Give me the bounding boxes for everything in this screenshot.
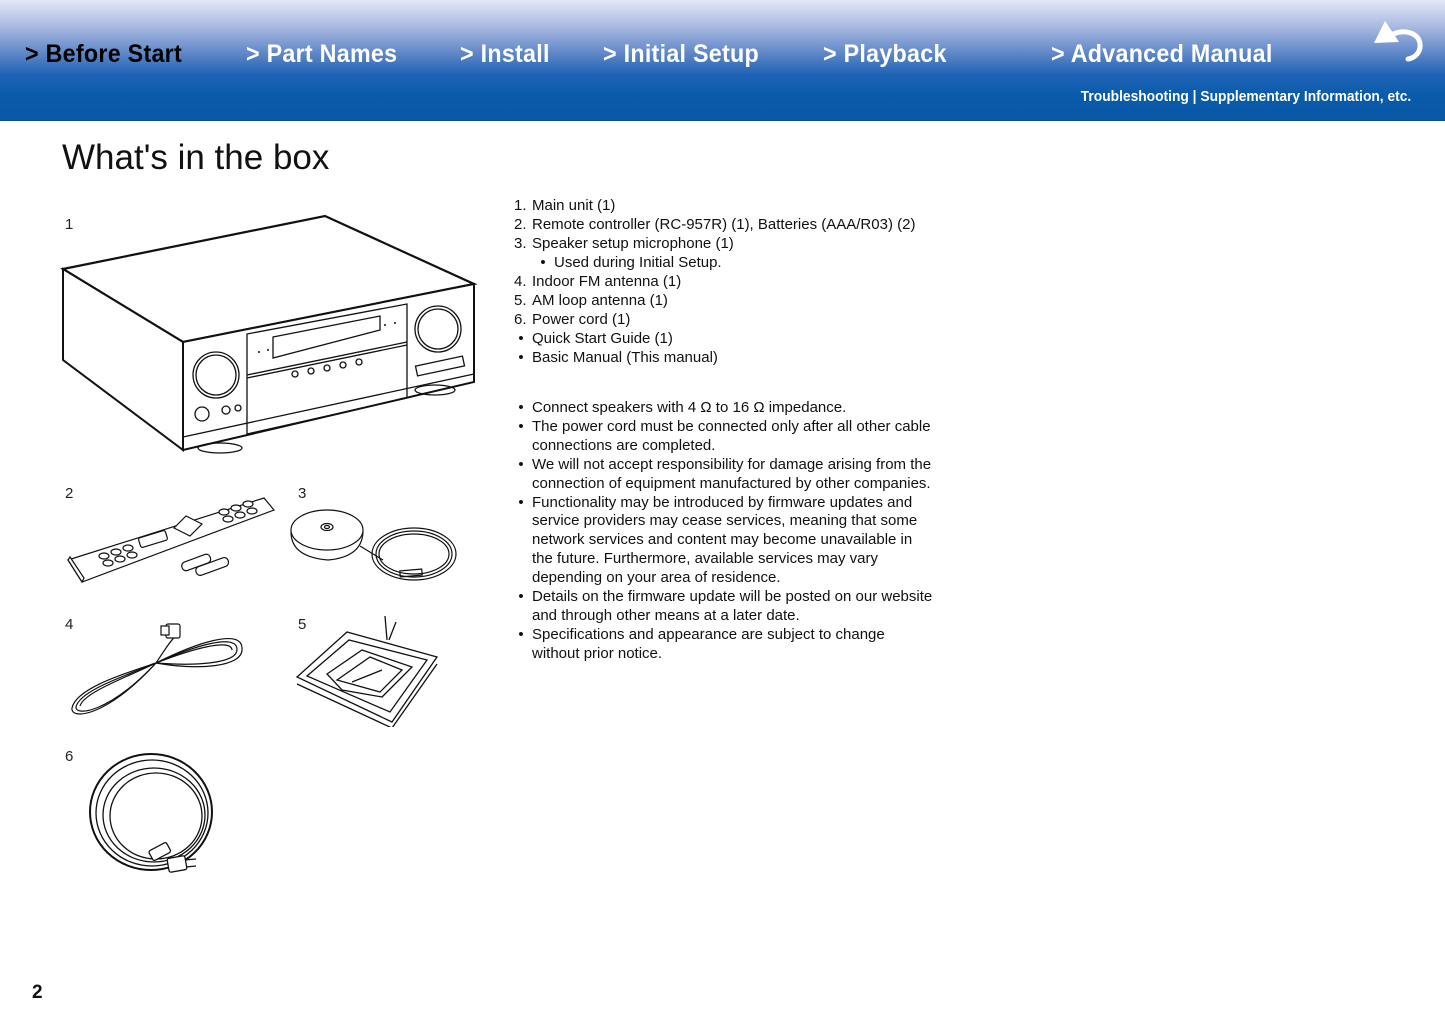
- page-title: What's in the box: [62, 138, 330, 177]
- troubleshooting-link[interactable]: Troubleshooting: [1080, 88, 1189, 105]
- figure-label-6: 6: [65, 748, 74, 765]
- note-item: •Specifications and appearance are subje…: [518, 625, 885, 662]
- figure-label-3: 3: [298, 485, 307, 502]
- list-item: 1.Main unit (1): [514, 197, 616, 214]
- list-item: •Quick Start Guide (1): [518, 330, 673, 347]
- remote-controller-illustration: [67, 497, 276, 584]
- nav-install[interactable]: > Install: [460, 40, 550, 68]
- note-item: •We will not accept responsibility for d…: [518, 455, 932, 492]
- nav-initial-setup[interactable]: > Initial Setup: [603, 40, 759, 68]
- note-item: •Details on the firmware update will be …: [518, 588, 933, 624]
- list-item: •Basic Manual (This manual): [518, 349, 718, 366]
- note-item: •Connect speakers with 4 Ω to 16 Ω imped…: [518, 399, 847, 416]
- list-item: 3.Speaker setup microphone (1): [514, 235, 734, 252]
- figure-label-5: 5: [298, 616, 307, 633]
- header-nav-bar: > Before Start > Part Names > Install > …: [0, 0, 1445, 121]
- list-item: 6.Power cord (1): [514, 311, 631, 328]
- list-item: 2.Remote controller (RC-957R) (1), Batte…: [514, 216, 916, 233]
- power-cord-illustration: [89, 753, 213, 873]
- nav-playback[interactable]: > Playback: [823, 40, 947, 68]
- subnav-links: Troubleshooting | Supplementary Informat…: [1080, 88, 1411, 105]
- nav-advanced-manual[interactable]: > Advanced Manual: [1051, 40, 1273, 68]
- note-item: •The power cord must be connected only a…: [518, 417, 931, 454]
- supplementary-info-link[interactable]: Supplementary Information, etc.: [1200, 88, 1411, 105]
- figure-label-2: 2: [65, 485, 74, 502]
- note-item: •Functionality may be introduced by firm…: [518, 493, 918, 587]
- page-number: 2: [32, 982, 43, 1003]
- list-item: 5.AM loop antenna (1): [514, 292, 668, 309]
- list-item: 4.Indoor FM antenna (1): [514, 273, 682, 290]
- microphone-illustration: [290, 509, 457, 581]
- figure-label-4: 4: [65, 616, 74, 633]
- nav-part-names[interactable]: > Part Names: [246, 40, 398, 68]
- am-loop-antenna-illustration: [295, 615, 439, 727]
- fm-antenna-illustration: [71, 623, 243, 715]
- figure-label-1: 1: [65, 216, 74, 233]
- return-arrow-icon: [1374, 21, 1423, 62]
- notes-list: •Connect speakers with 4 Ω to 16 Ω imped…: [514, 399, 934, 664]
- contents-list: 1.Main unit (1) 2.Remote controller (RC-…: [514, 196, 934, 367]
- back-button[interactable]: [1371, 18, 1425, 62]
- nav-before-start[interactable]: > Before Start: [25, 40, 183, 68]
- main-unit-illustration: [60, 214, 478, 454]
- list-subitem: •Used during Initial Setup.: [540, 254, 722, 271]
- subnav-separator: |: [1188, 88, 1201, 105]
